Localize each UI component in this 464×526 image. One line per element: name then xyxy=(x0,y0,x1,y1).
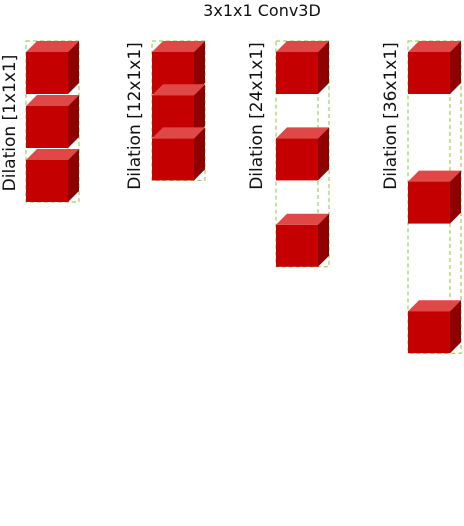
kernel-cube-top xyxy=(152,84,205,96)
kernel-cube-front xyxy=(276,52,318,94)
kernel-cube-front xyxy=(408,52,450,94)
kernel-cube-top xyxy=(26,41,79,52)
kernel-cube xyxy=(408,300,461,354)
kernel-cube-side xyxy=(194,41,205,94)
kernel-cube-front xyxy=(26,52,68,94)
kernel-cube-side xyxy=(318,213,329,267)
kernel-cube-side xyxy=(194,127,205,181)
kernel-cube-top xyxy=(26,149,79,160)
kernel-cube xyxy=(408,170,461,224)
kernel-cube-front xyxy=(408,181,450,224)
kernel-cube-top xyxy=(26,95,79,106)
kernel-cube-front xyxy=(26,106,68,148)
kernel-cube-top xyxy=(276,41,329,52)
kernel-cube-top xyxy=(408,300,461,312)
kernel-cube-top xyxy=(152,41,205,52)
column-label-2: Dilation [12x1x1] xyxy=(125,42,145,190)
diagram-title: 3x1x1 Conv3D xyxy=(203,1,321,20)
kernel-cube xyxy=(26,95,79,148)
column-label-4: Dilation [36x1x1] xyxy=(381,42,401,190)
kernel-cube-top xyxy=(408,170,461,182)
kernel-column-2 xyxy=(151,40,206,181)
kernel-column-1 xyxy=(25,40,80,203)
kernel-cube xyxy=(26,41,79,94)
kernel-cube-front xyxy=(276,138,318,181)
kernel-cube-side xyxy=(68,41,79,94)
kernel-cube-side xyxy=(450,170,461,224)
kernel-columns xyxy=(25,40,462,354)
kernel-cube xyxy=(276,41,329,94)
kernel-cube xyxy=(152,127,205,181)
kernel-cube-side xyxy=(318,41,329,94)
kernel-cube-side xyxy=(450,41,461,94)
kernel-cube xyxy=(276,127,329,181)
kernel-cube-top xyxy=(152,127,205,139)
kernel-cube-side xyxy=(318,127,329,181)
kernel-cube-top xyxy=(276,213,329,225)
kernel-cube-front xyxy=(408,311,450,354)
kernel-cube-front xyxy=(276,224,318,267)
kernel-cube-top xyxy=(408,41,461,52)
kernel-cube xyxy=(26,149,79,202)
column-label-3: Dilation [24x1x1] xyxy=(247,42,267,190)
kernel-cube-side xyxy=(450,300,461,354)
kernel-cube-top xyxy=(276,127,329,139)
column-label-1: Dilation [1x1x1] xyxy=(0,55,20,192)
kernel-cube-side xyxy=(194,84,205,138)
kernel-cube-side xyxy=(68,149,79,202)
kernel-cube-side xyxy=(68,95,79,148)
kernel-column-4 xyxy=(407,40,462,354)
kernel-cube xyxy=(276,213,329,267)
kernel-cube-front xyxy=(152,138,194,181)
kernel-cube xyxy=(408,41,461,94)
kernel-column-3 xyxy=(275,40,330,268)
kernel-cube-front xyxy=(26,160,68,202)
